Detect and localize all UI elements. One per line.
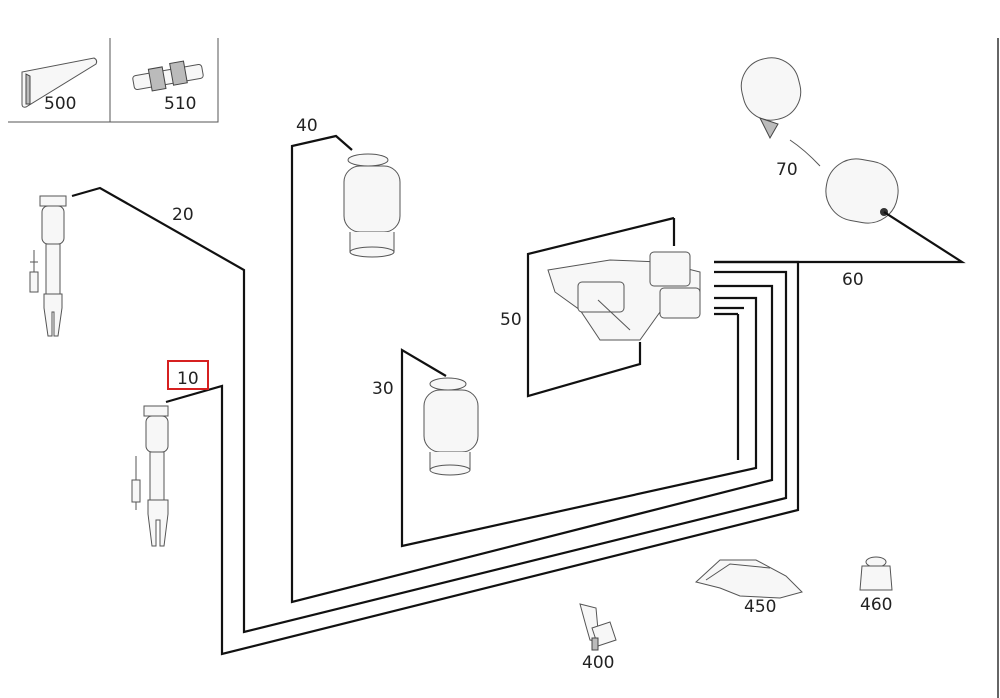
front-strut-10[interactable] <box>131 405 169 547</box>
air-lines <box>71 134 966 656</box>
connector-510[interactable] <box>132 60 204 92</box>
hex-key-500[interactable] <box>21 57 98 108</box>
label-60[interactable]: 60 <box>842 270 864 290</box>
label-400[interactable]: 400 <box>582 653 614 673</box>
selected-part-highlight <box>167 360 209 390</box>
front-strut-20[interactable] <box>29 195 67 337</box>
label-30[interactable]: 30 <box>372 379 394 399</box>
label-50[interactable]: 50 <box>500 310 522 330</box>
label-500[interactable]: 500 <box>44 94 76 114</box>
tools-box <box>8 38 219 123</box>
label-450[interactable]: 450 <box>744 597 776 617</box>
label-460[interactable]: 460 <box>860 595 892 615</box>
bracket-450[interactable] <box>694 559 803 599</box>
compressor-50[interactable] <box>547 251 701 341</box>
cap-460[interactable] <box>859 556 893 591</box>
label-70[interactable]: 70 <box>776 160 798 180</box>
air-spring-30[interactable] <box>423 377 479 476</box>
air-spring-40[interactable] <box>343 153 401 258</box>
label-510[interactable]: 510 <box>164 94 196 114</box>
reservoir-70[interactable] <box>735 52 902 228</box>
label-40[interactable]: 40 <box>296 116 318 136</box>
clip-400[interactable] <box>579 603 617 651</box>
label-20[interactable]: 20 <box>172 205 194 225</box>
label-10[interactable]: 10 <box>177 369 199 389</box>
